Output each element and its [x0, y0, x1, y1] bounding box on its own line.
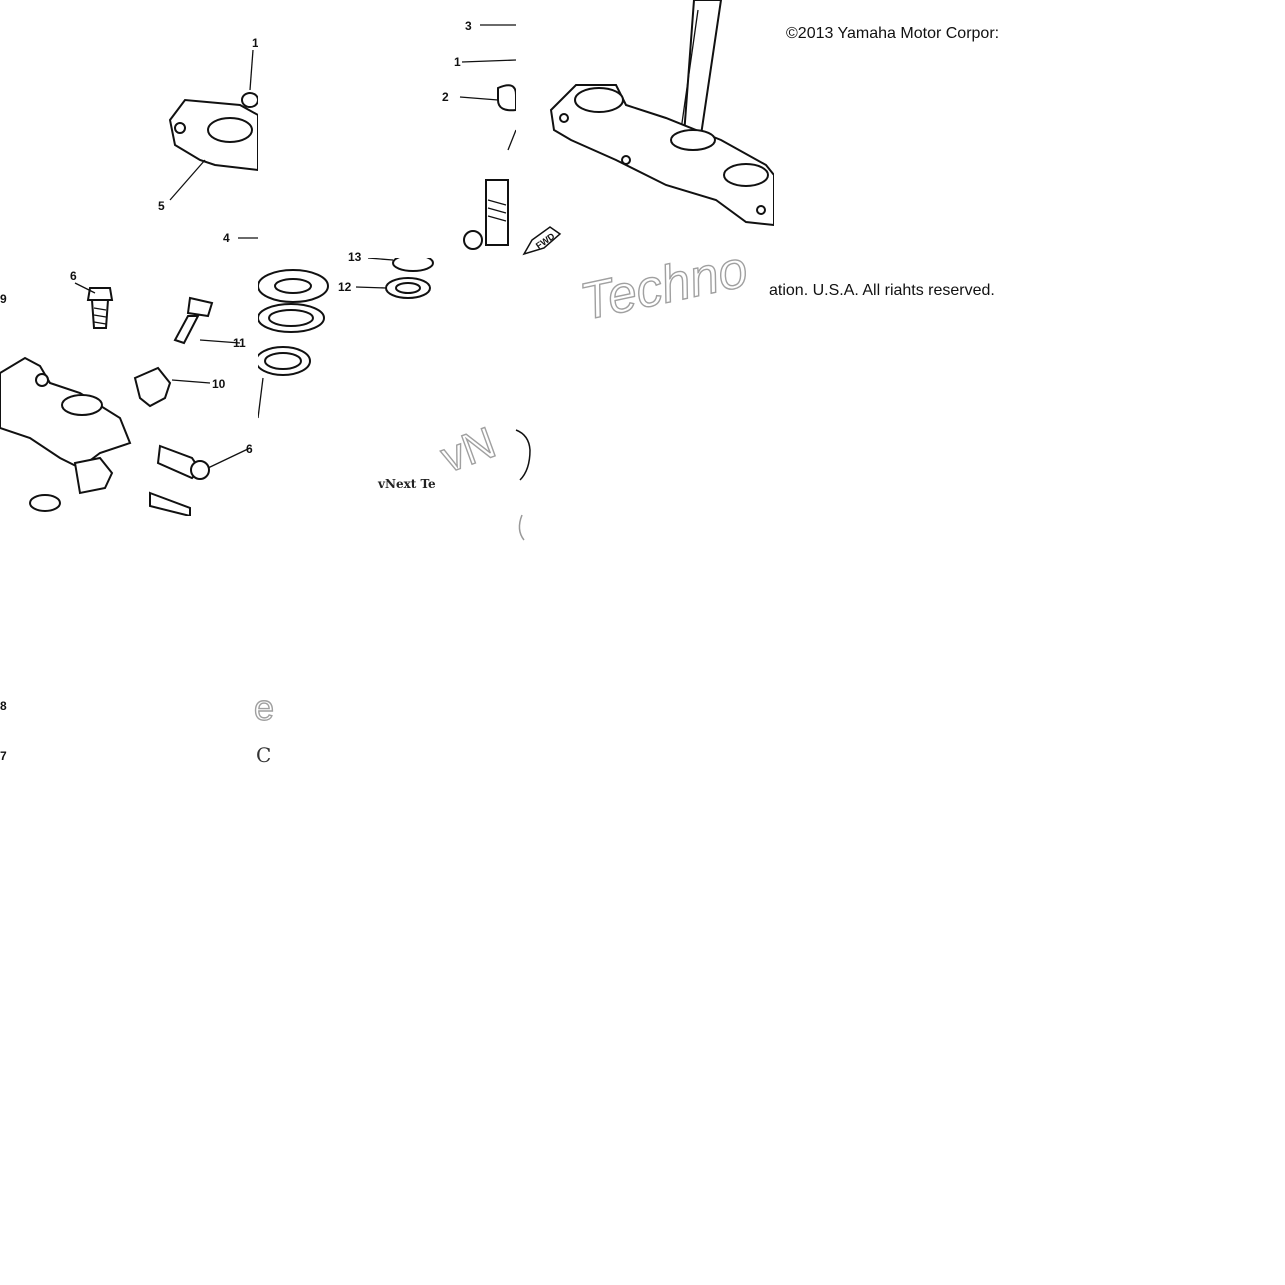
diagram-tile-upper-bracket: 13 5 4	[0, 0, 258, 258]
diagram-tile-bearings: 12 vNext Te vN	[258, 258, 516, 516]
callout-8: 8	[0, 699, 7, 713]
bolt-6-head	[86, 287, 114, 301]
bolt-11-shank	[173, 315, 200, 345]
diagram-tile-stem-top: 3 1 2	[258, 0, 516, 258]
callout-11: 11	[233, 336, 246, 350]
callout-10: 10	[212, 377, 226, 391]
watermark-fragment-c: C	[256, 743, 271, 767]
bracket-bore	[207, 117, 253, 143]
steering-stem	[485, 179, 509, 246]
callout-2: 2	[442, 90, 449, 104]
callout-13-a: 13	[252, 36, 258, 50]
watermark-fragment-e: e	[254, 687, 274, 728]
callout-7: 7	[0, 749, 7, 763]
callout-6: 6	[70, 269, 77, 283]
copyright-line-1: ©2013 Yamaha Motor Corpor:	[786, 25, 1000, 42]
callout-4: 4	[223, 231, 230, 245]
diagram-tile-bolts-left: 6 9 11 10 6	[0, 258, 258, 516]
callout-5: 5	[158, 199, 165, 213]
stem-top-drawing: 3 1 2	[442, 19, 516, 250]
callout-9: 9	[0, 292, 7, 306]
lower-bracket-front	[0, 356, 132, 470]
watermark-vn-fragment: vN	[435, 418, 502, 482]
bolt-6-shank	[90, 299, 110, 329]
stem-nut	[463, 230, 483, 250]
lower-callouts: 8 7	[0, 699, 7, 763]
nut-13	[241, 92, 258, 108]
diagram-strip-nut: 13	[258, 248, 528, 264]
bolt-11-head	[186, 296, 214, 318]
callout-13-b: 13	[348, 250, 362, 264]
callout-12: 12	[338, 280, 352, 294]
lower-bracket-drawing	[549, 0, 774, 227]
callout-1: 1	[454, 55, 461, 69]
callout-6b: 6	[246, 442, 253, 456]
copyright-line-2: ation. U.S.A. All riahts reserved.	[769, 282, 995, 299]
right-bore	[723, 163, 769, 187]
watermark-vnext: vNext Te	[377, 477, 436, 491]
bolts-left-drawing: 6 9 11 10 6	[0, 269, 253, 516]
bracket-fragment	[515, 429, 531, 541]
callout-3: 3	[465, 19, 472, 33]
left-bore	[574, 87, 624, 113]
fwd-arrow-icon: FWD	[522, 226, 562, 256]
watermark-fragments: e C	[253, 686, 274, 767]
upper-bracket-drawing: 13 5 4	[158, 36, 258, 245]
diagram-tile-lower-bracket	[516, 0, 774, 258]
watermark-techno: Techno	[575, 240, 753, 330]
svg-text:Techno: Techno	[575, 240, 752, 330]
bearings-drawing: 12 vNext Te vN	[258, 258, 503, 491]
clamp-10	[133, 366, 172, 408]
